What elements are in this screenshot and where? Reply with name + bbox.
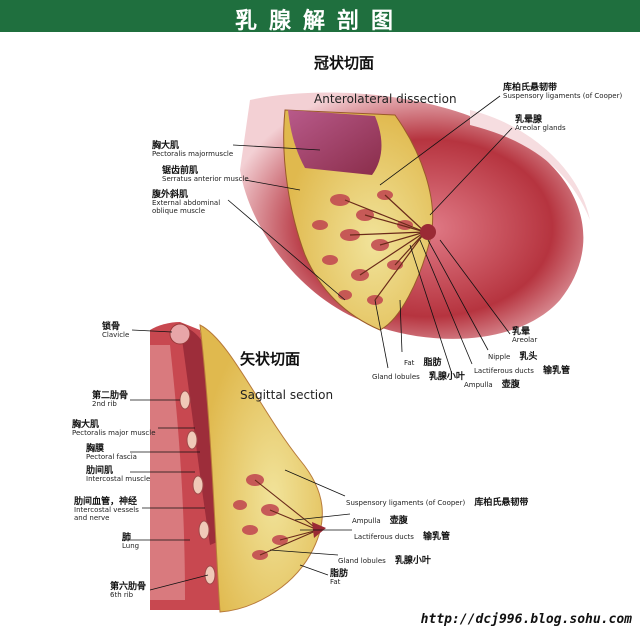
sagittal-ducts [254, 479, 319, 556]
sagittal-ribs [179, 390, 216, 585]
label-coronal-nipple: Nipple 乳头 [488, 352, 538, 362]
label-coronal-serratus: 锯齿前肌 Serratus anterior muscle [162, 166, 249, 184]
sagittal-leader-lines [122, 329, 352, 591]
label-sagittal-intercostal: 肋间肌 Intercostal muscle [86, 466, 151, 484]
label-sagittal-fascia: 胸膜 Pectoral fascia [86, 444, 137, 462]
label-coronal-pectoralis: 胸大肌 Pectoralis majormuscle [152, 141, 234, 159]
label-coronal-areola: 乳晕 Areolar [512, 327, 538, 345]
label-sagittal-suspensory: Suspensory ligaments (of Cooper) 库柏氏悬韧带 [346, 498, 529, 508]
coronal-skin-highlight [470, 110, 590, 220]
sagittal-lung [150, 345, 185, 600]
label-coronal-lactiferous: Lactiferous ducts 输乳管 [474, 366, 571, 376]
label-sagittal-fat: 脂肪 Fat [330, 569, 349, 587]
label-coronal-suspensory: 库柏氏悬韧带 Suspensory ligaments (of Cooper) [503, 83, 623, 101]
label-sagittal-lung: 肺 Lung [122, 533, 140, 551]
label-sagittal-pectoralis: 胸大肌 Pectoralis major muscle [72, 420, 156, 438]
title-banner: 乳腺解剖图 [0, 0, 640, 34]
label-coronal-oblique: 腹外斜肌 External abdominal oblique muscle [152, 190, 221, 215]
sagittal-title: 矢状切面 Sagittal section [240, 350, 334, 402]
sagittal-breast [199, 324, 323, 613]
label-coronal-glands: Gland lobules 乳腺小叶 [372, 372, 465, 382]
label-sagittal-rib2: 第二肋骨 2nd rib [92, 391, 129, 409]
coronal-title: 冠状切面 Anterolateral dissection [314, 54, 457, 106]
label-sagittal-vessels: 肋间血管，神经 Intercostal vessels and nerve [74, 497, 139, 522]
label-coronal-areolar-glands: 乳晕腺 Areolar glands [515, 115, 566, 133]
label-sagittal-rib6: 第六肋骨 6th rib [110, 582, 147, 600]
watermark: http://dcj996.blog.sohu.com [420, 612, 632, 627]
coronal-leader-lines [227, 95, 513, 375]
label-sagittal-ampulla: Ampulla 壶腹 [352, 516, 408, 526]
coronal-nipple [420, 224, 436, 240]
label-coronal-ampulla: Ampulla 壶腹 [464, 380, 520, 390]
coronal-pectoralis [288, 110, 382, 175]
page-title: 乳腺解剖图 [234, 8, 405, 34]
sagittal-clavicle [169, 323, 191, 345]
label-sagittal-clavicle: 锁骨 Clavicle [102, 322, 130, 340]
label-sagittal-glands: Gland lobules 乳腺小叶 [338, 556, 431, 566]
label-coronal-fat: Fat 脂肪 [404, 358, 442, 368]
label-sagittal-lactiferous: Lactiferous ducts 输乳管 [354, 532, 451, 542]
coronal-ducts [344, 194, 426, 301]
